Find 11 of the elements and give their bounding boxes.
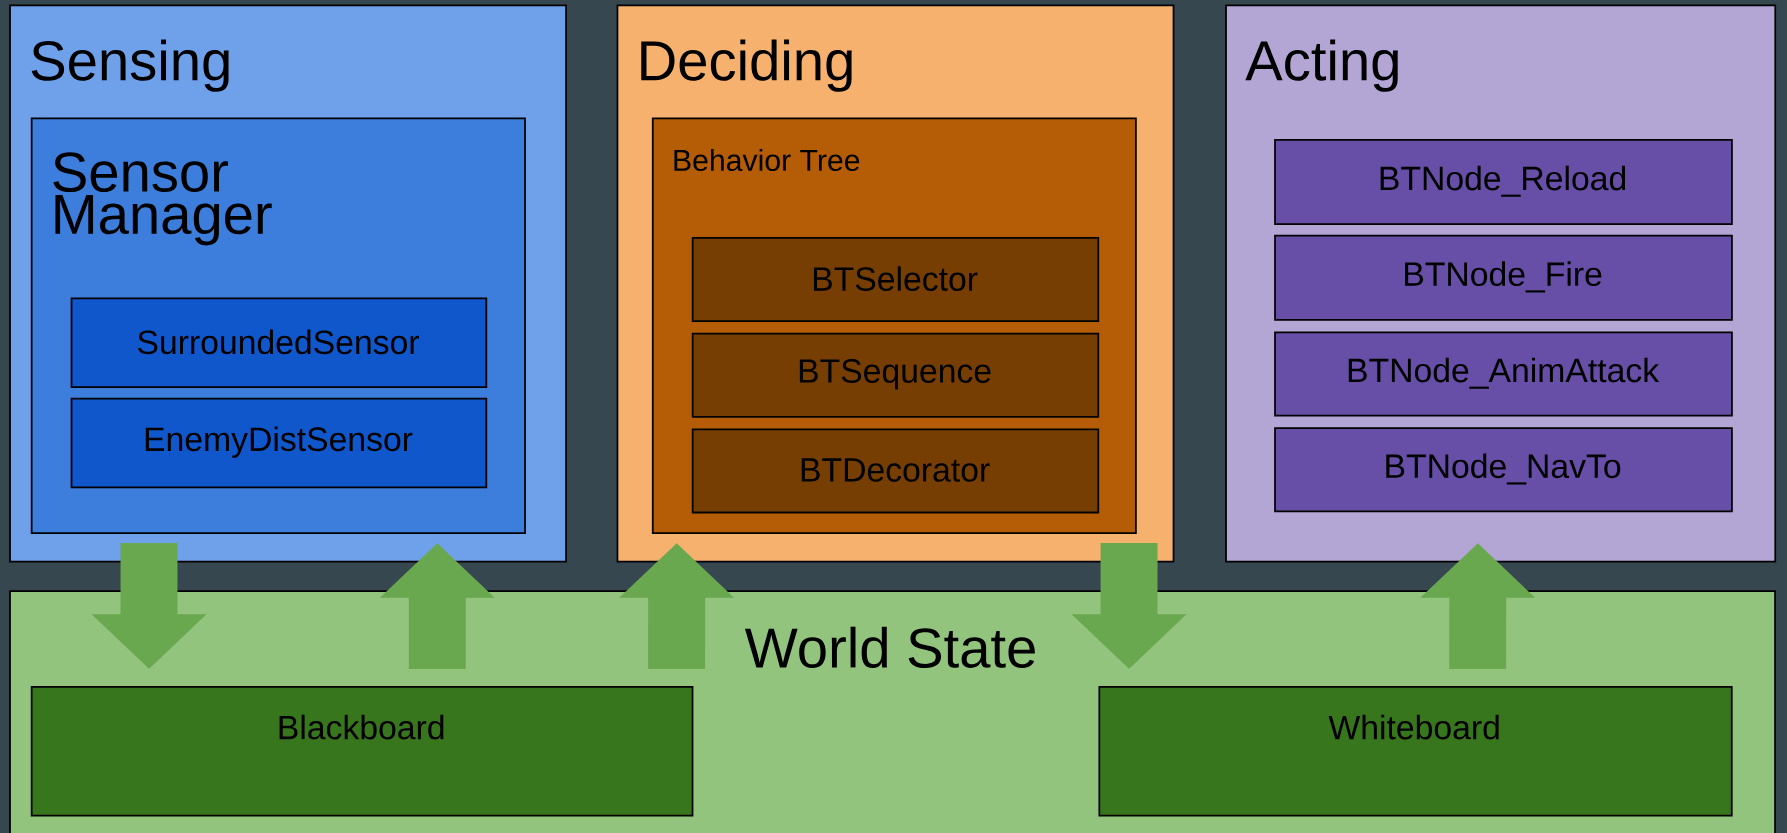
component-box: BTNode_Reload [1274, 139, 1733, 226]
component-box: BTSequence [691, 332, 1100, 418]
component-box: BTSelector [691, 237, 1100, 322]
component-box: BTNode_AnimAttack [1274, 331, 1733, 417]
component-box: BTNode_NavTo [1274, 427, 1733, 513]
component-box: Whiteboard [1098, 686, 1733, 817]
component-box: Blackboard [30, 686, 694, 817]
component-box: SurroundedSensor [70, 297, 488, 389]
component-box: BTNode_Fire [1274, 234, 1733, 321]
component-box: EnemyDistSensor [70, 397, 488, 489]
component-box: BTDecorator [691, 428, 1100, 514]
